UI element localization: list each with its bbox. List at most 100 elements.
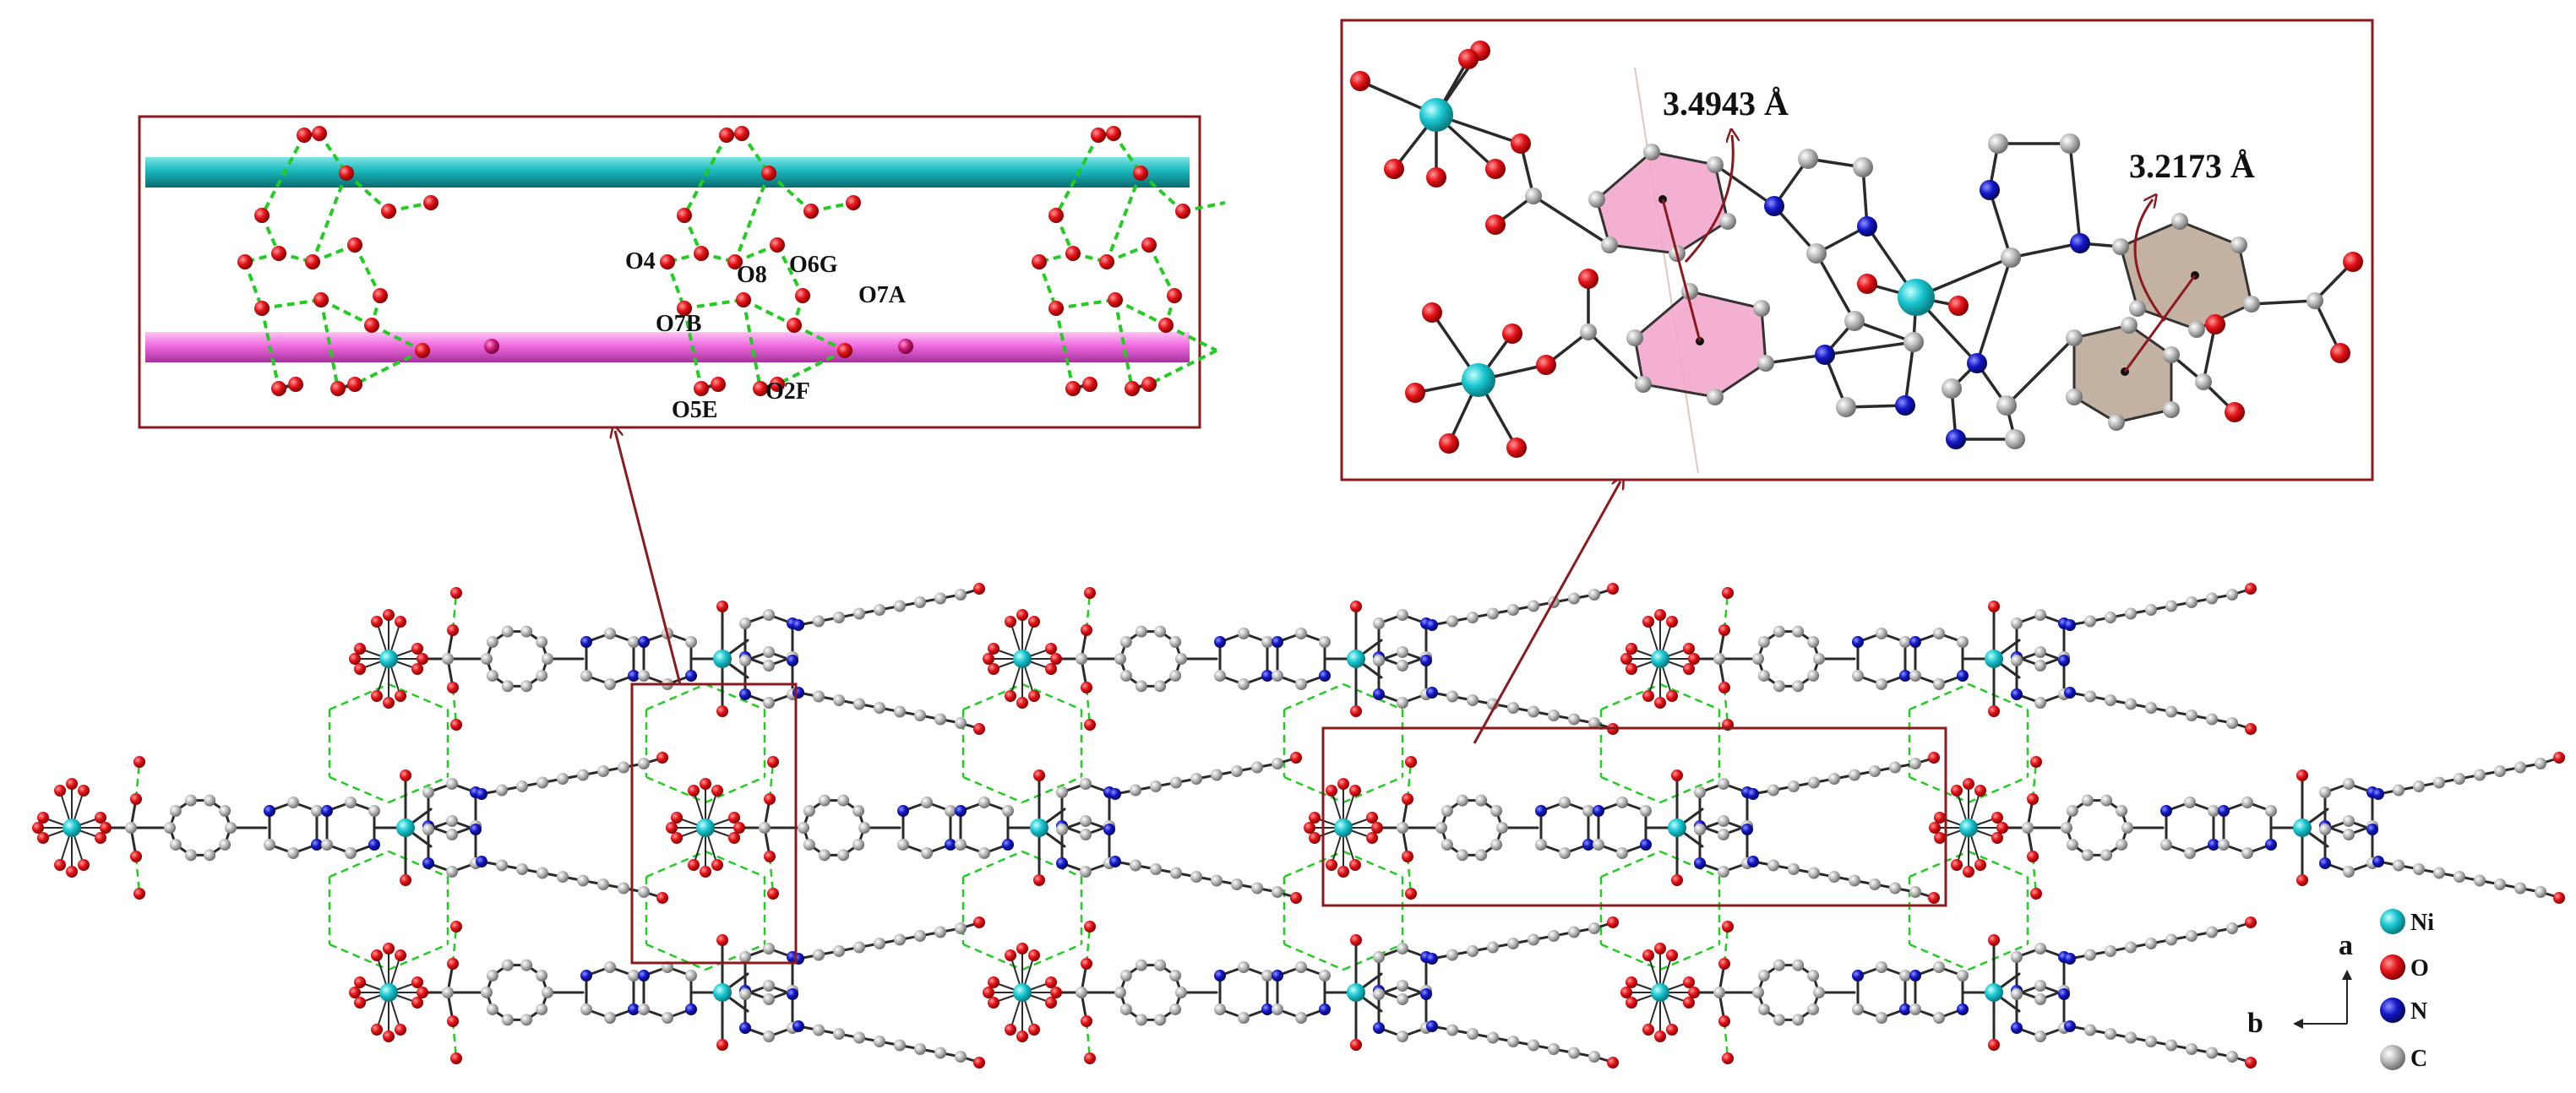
oxygen-atom: [1366, 812, 1378, 824]
oxygen-atom: [1458, 49, 1479, 69]
carbon-atom: [1933, 1012, 1945, 1024]
carbon-atom: [2163, 346, 2180, 363]
carbon-atom: [1080, 778, 1092, 790]
carbon-atom: [2084, 615, 2096, 628]
nickel-atom: [1334, 818, 1353, 837]
nitrogen-atom: [1895, 395, 1915, 416]
carbon-atom: [739, 617, 751, 629]
carbon-atom: [833, 945, 845, 957]
carbon-atom: [345, 797, 357, 808]
oxygen-atom: [1175, 204, 1190, 219]
carbon-atom: [604, 1012, 616, 1024]
oxygen-atom: [1620, 987, 1632, 998]
carbon-atom: [2226, 717, 2238, 729]
oxygen-atom: [727, 254, 743, 269]
oxygen-atom: [1337, 866, 1349, 878]
svg-text:Ni: Ni: [2410, 910, 2434, 936]
carbon-atom: [2105, 694, 2116, 706]
oxygen-atom: [1304, 822, 1315, 834]
nitrogen-atom: [1272, 970, 1283, 982]
oxygen-atom: [988, 643, 999, 655]
nitrogen-atom: [2058, 655, 2070, 666]
carbon-atom: [1588, 589, 1600, 601]
carbon-atom: [1752, 653, 1764, 665]
nitrogen-atom: [685, 670, 697, 682]
oxygen-atom: [54, 785, 66, 797]
carbon-atom: [1295, 678, 1307, 690]
hydrogen-bond: [388, 850, 449, 878]
oxygen-atom: [383, 697, 395, 709]
oxygen-atom: [1082, 377, 1097, 392]
oxygen-atom: [400, 874, 411, 886]
nitrogen-atom: [628, 670, 640, 682]
carbon-atom: [2160, 839, 2172, 851]
oxygen-atom: [711, 859, 723, 871]
carbon-atom: [520, 1014, 533, 1026]
oxygen-atom: [1422, 302, 1442, 323]
carbon-atom: [1397, 993, 1408, 1005]
oxygen-atom: [373, 288, 388, 303]
arrow-to-right-inset: [1473, 481, 1620, 744]
hydrogen-bond: [767, 171, 813, 213]
oxygen-atom: [787, 318, 802, 333]
oxygen-atom: [254, 301, 270, 316]
oxygen-atom: [78, 785, 90, 797]
carbon-atom: [2226, 1051, 2238, 1063]
carbon-atom: [1397, 660, 1408, 672]
carbon-atom: [1548, 1043, 1560, 1055]
hydrogen-bond: [733, 172, 771, 263]
carbon-atom: [1899, 970, 1911, 982]
hydrogen-bond: [1139, 171, 1185, 213]
carbon-atom: [852, 805, 865, 818]
oxygen-atom: [764, 851, 776, 862]
oxygen-atom: [2205, 314, 2225, 334]
carbon-atom: [638, 670, 650, 682]
carbon-atom: [1853, 157, 1873, 177]
carbon-atom: [1849, 769, 1860, 781]
carbon-atom: [1933, 628, 1945, 639]
oxygen-atom: [1048, 301, 1064, 316]
nickel-atom: [696, 818, 715, 837]
carbon-atom: [604, 961, 616, 973]
oxygen-atom: [700, 866, 711, 878]
hydrogen-bond: [666, 261, 686, 309]
arrow-to-left-inset: [615, 431, 682, 685]
carbon-atom: [2163, 401, 2180, 418]
oxygen-atom: [271, 246, 286, 261]
carbon-atom: [934, 926, 946, 938]
oxygen-atom: [1350, 601, 1362, 612]
oxygen-atom: [2296, 874, 2308, 886]
oxygen-atom: [1045, 976, 1057, 988]
carbon-atom: [2230, 237, 2247, 253]
carbon-atom: [1080, 829, 1092, 840]
carbon-atom: [501, 680, 514, 693]
carbon-atom: [813, 615, 825, 628]
carbon-atom: [763, 993, 775, 1005]
nitrogen-atom: [580, 636, 592, 648]
carbon-atom: [685, 970, 697, 982]
oxygen-atom: [1405, 756, 1417, 768]
hydrogen-bond: [451, 926, 458, 965]
carbon-atom: [1813, 987, 1825, 998]
oxygen-atom: [423, 195, 438, 210]
label-O7B: O7B: [656, 311, 701, 337]
oxygen-atom: [2553, 752, 2565, 764]
nitrogen-atom: [638, 636, 650, 648]
hydrogen-bond: [1968, 682, 2029, 711]
oxygen-atom: [1666, 616, 1678, 628]
carbon-atom: [2084, 1024, 2096, 1036]
carbon-atom: [2433, 867, 2445, 879]
nitrogen-atom: [1261, 1003, 1273, 1015]
carbon-atom: [1528, 1039, 1539, 1052]
element-legend: Ni O N C: [2380, 909, 2434, 1072]
carbon-atom: [2393, 859, 2404, 872]
carbon-atom: [1909, 886, 1921, 898]
carbon-atom: [2413, 863, 2425, 875]
oxygen-atom: [719, 128, 734, 143]
carbon-atom: [1135, 680, 1147, 693]
carbon-atom: [1707, 389, 1724, 405]
carbon-atom: [1718, 815, 1729, 827]
carbon-atom: [894, 705, 906, 718]
oxygen-atom: [371, 616, 383, 628]
hydrogen-bond: [260, 134, 306, 216]
